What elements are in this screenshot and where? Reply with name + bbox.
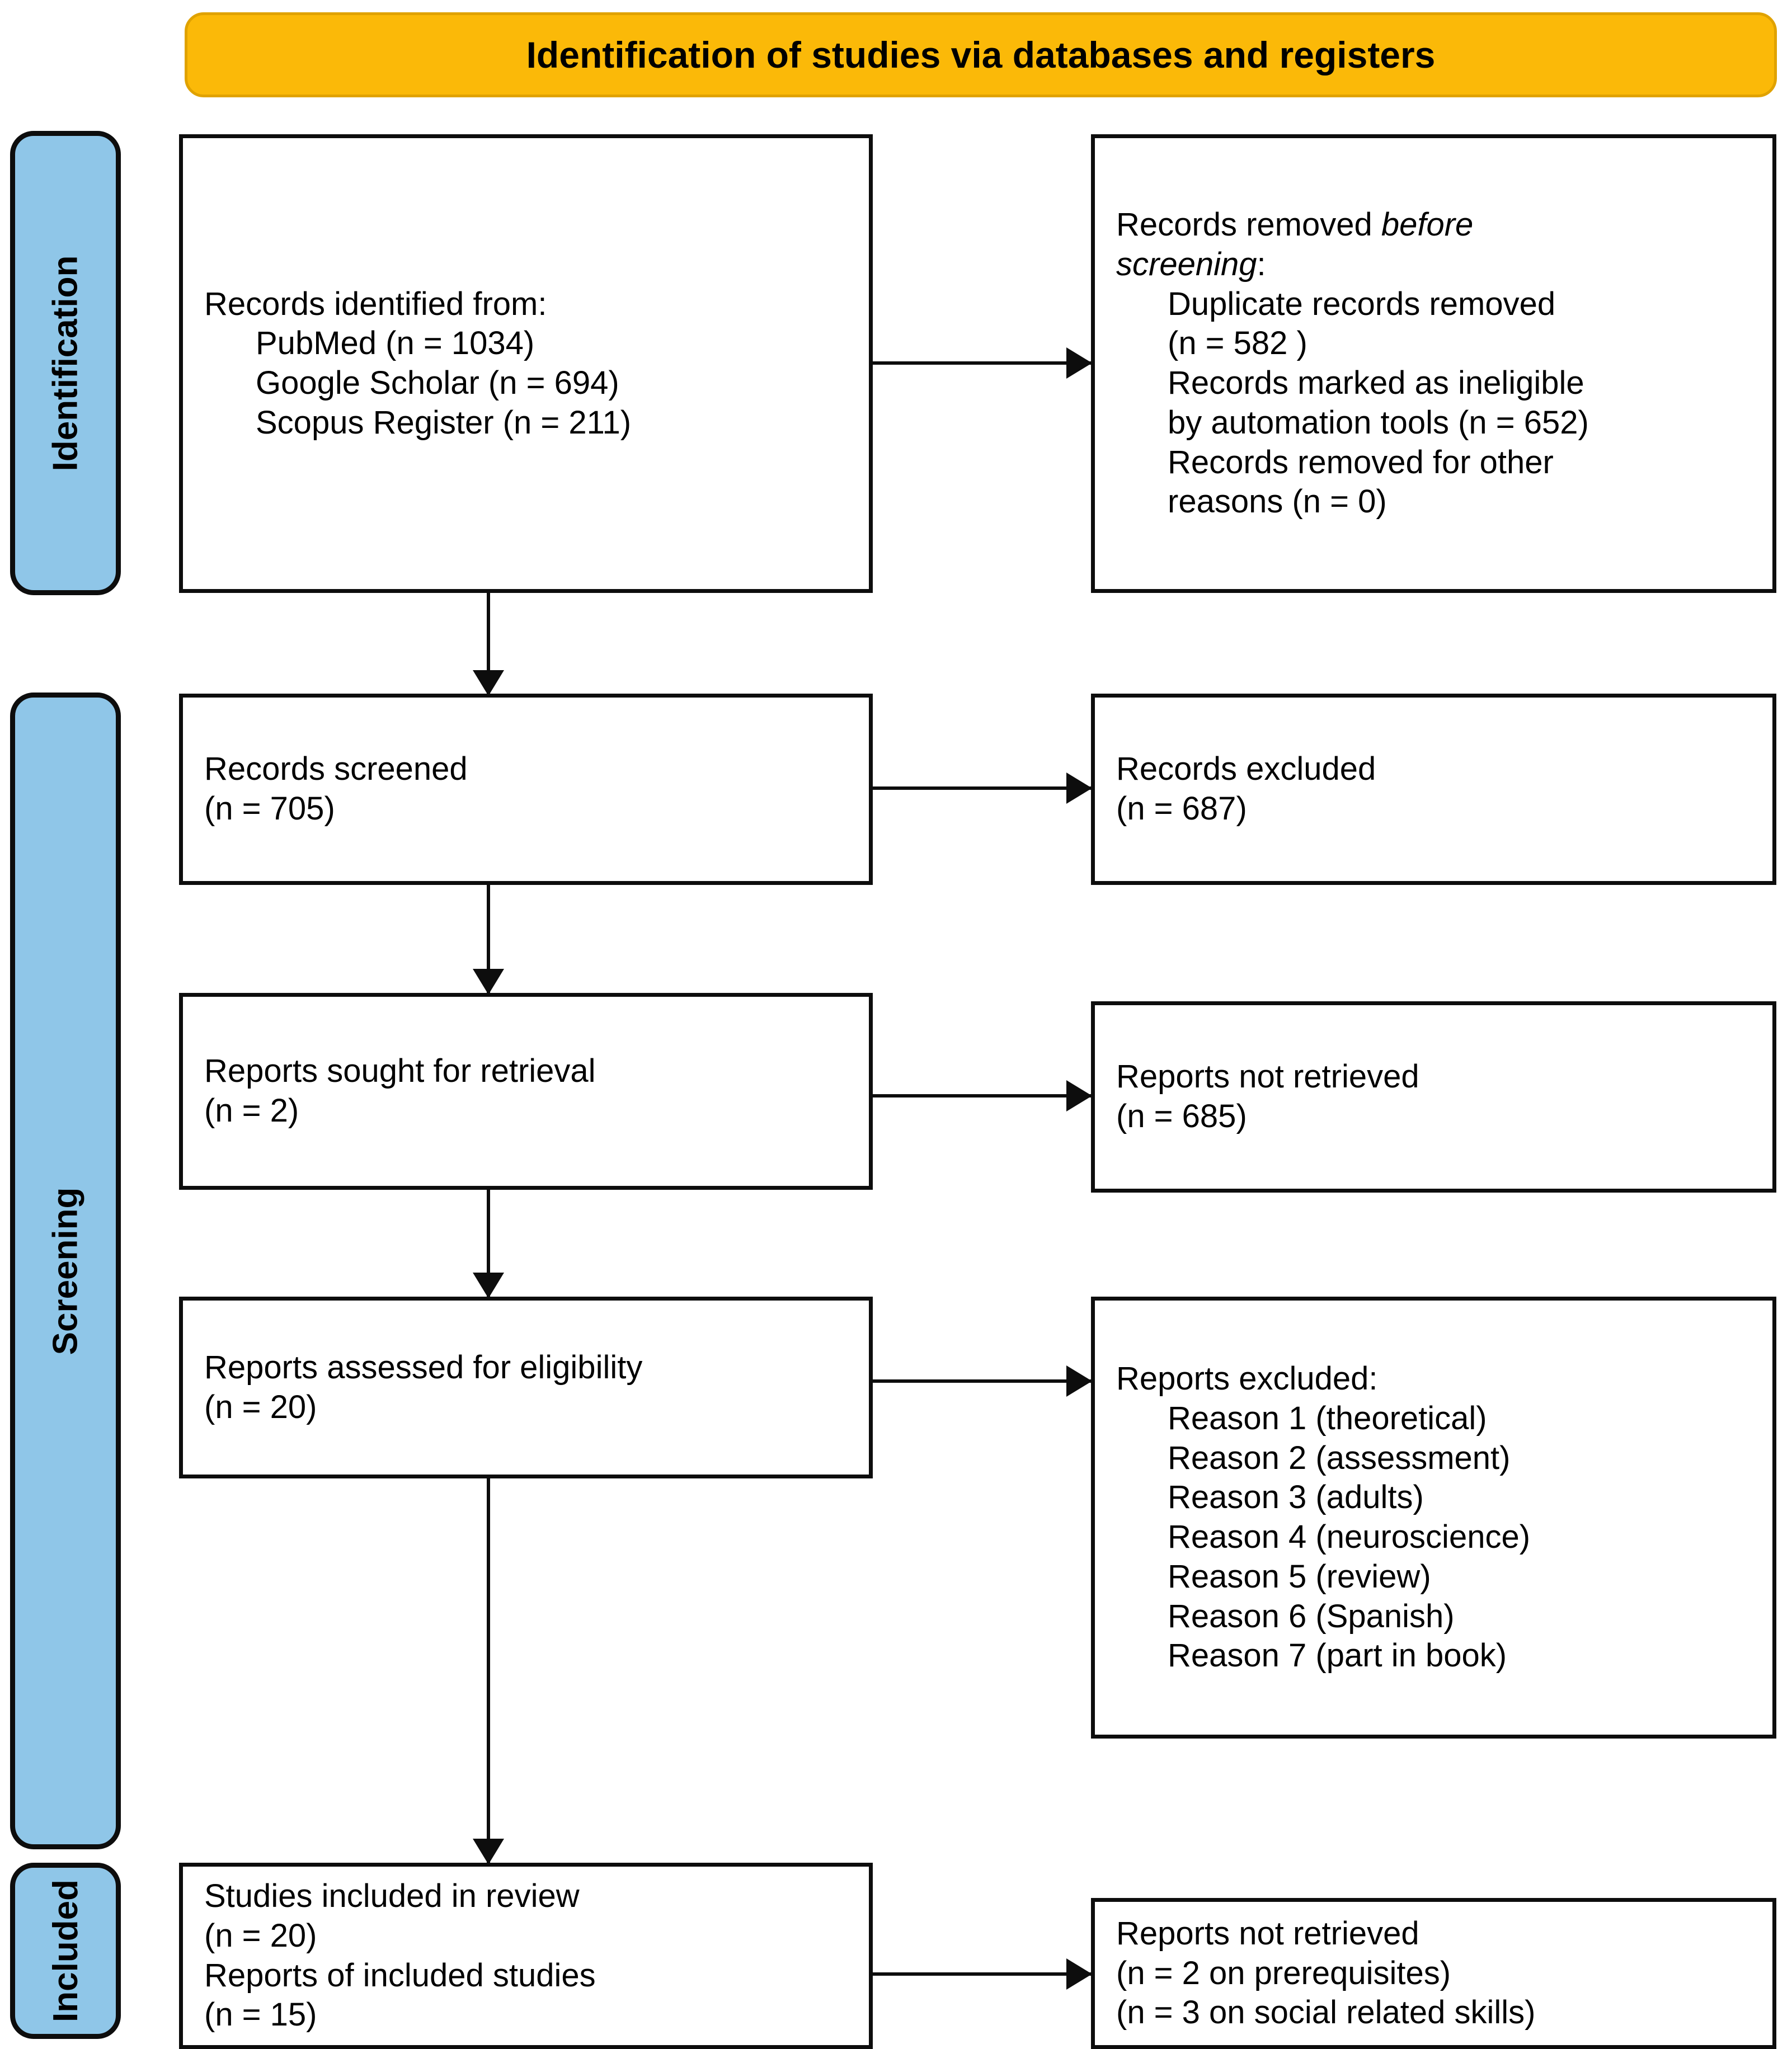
stage-label-included-text: Included: [46, 1880, 85, 2022]
reports-sought-label: Reports sought for retrieval: [204, 1053, 596, 1090]
arrow-head-icon: [1066, 773, 1092, 804]
stage-label-screening-text: Screening: [46, 1187, 85, 1355]
reports-not-retrieved-final-social-skills: (n = 3 on social related skills): [1116, 1994, 1536, 2031]
reports-excluded-reason-3: Reason 3 (adults): [1168, 1479, 1424, 1516]
records-removed-ineligible-line2: by automation tools (n = 652): [1168, 404, 1589, 441]
records-removed-other-line2: reasons (n = 0): [1168, 483, 1387, 520]
arrow-head-icon: [473, 1839, 504, 1864]
studies-included-label: Studies included in review: [204, 1878, 580, 1914]
records-identified-scopus: Scopus Register (n = 211): [256, 404, 632, 441]
records-identified-heading: Records identified from:: [204, 285, 547, 322]
box-reports-sought-for-retrieval: Reports sought for retrieval (n = 2): [179, 993, 873, 1190]
stage-label-included: Included: [10, 1863, 121, 2039]
arrow-shaft: [873, 361, 1092, 365]
arrow-shaft: [487, 1189, 490, 1298]
arrow-shaft: [487, 592, 490, 696]
arrow-shaft: [873, 1972, 1092, 1976]
arrow-included-to-not-retrieved-final: [873, 1958, 1092, 1990]
banner-title: Identification of studies via databases …: [526, 34, 1436, 76]
reports-not-retrieved-label: Reports not retrieved: [1116, 1058, 1419, 1095]
reports-sought-count: (n = 2): [204, 1092, 299, 1129]
records-removed-heading-a: Records removed: [1116, 206, 1381, 243]
records-removed-other-line1: Records removed for other: [1168, 444, 1554, 481]
reports-excluded-reason-6: Reason 6 (Spanish): [1168, 1598, 1455, 1635]
stage-label-screening: Screening: [10, 693, 121, 1849]
arrow-identified-to-screened: [472, 592, 505, 696]
reports-excluded-reason-4: Reason 4 (neuroscience): [1168, 1519, 1531, 1555]
reports-not-retrieved-final-label: Reports not retrieved: [1116, 1915, 1419, 1952]
records-removed-heading-before: before: [1381, 206, 1474, 243]
arrow-screened-to-sought: [472, 884, 505, 995]
box-records-excluded: Records excluded (n = 687): [1091, 694, 1776, 885]
records-removed-heading-colon: :: [1257, 246, 1266, 282]
records-removed-heading-line2: screening:: [1116, 245, 1751, 285]
arrow-shaft: [873, 1379, 1092, 1383]
box-reports-not-retrieved-final: Reports not retrieved (n = 2 on prerequi…: [1091, 1898, 1776, 2049]
arrow-head-icon: [1066, 1365, 1092, 1397]
box-records-screened: Records screened (n = 705): [179, 694, 873, 885]
diagram-header-banner: Identification of studies via databases …: [185, 12, 1777, 97]
arrow-assessed-to-reports-excluded: [873, 1365, 1092, 1397]
arrow-head-icon: [1066, 1080, 1092, 1111]
arrow-sought-to-assessed: [472, 1189, 505, 1298]
reports-of-included-studies-count: (n = 15): [204, 1996, 317, 2033]
reports-not-retrieved-final-prerequisites: (n = 2 on prerequisites): [1116, 1954, 1451, 1991]
studies-included-count: (n = 20): [204, 1917, 317, 1954]
reports-excluded-reason-2: Reason 2 (assessment): [1168, 1439, 1511, 1476]
arrow-assessed-to-included: [472, 1477, 505, 1864]
box-records-removed-before-screening: Records removed before screening: Duplic…: [1091, 134, 1776, 593]
records-removed-heading-screening: screening: [1116, 246, 1257, 282]
reports-excluded-reason-5: Reason 5 (review): [1168, 1558, 1431, 1595]
box-reports-excluded-reasons: Reports excluded: Reason 1 (theoretical)…: [1091, 1297, 1776, 1739]
box-reports-assessed-for-eligibility: Reports assessed for eligibility (n = 20…: [179, 1297, 873, 1478]
box-reports-not-retrieved: Reports not retrieved (n = 685): [1091, 1001, 1776, 1193]
records-excluded-label: Records excluded: [1116, 751, 1376, 788]
reports-excluded-reason-1: Reason 1 (theoretical): [1168, 1400, 1487, 1436]
records-identified-pubmed: PubMed (n = 1034): [256, 325, 535, 362]
arrow-screened-to-excluded: [873, 772, 1092, 804]
box-records-identified: Records identified from: PubMed (n = 103…: [179, 134, 873, 593]
stage-label-identification-text: Identification: [46, 255, 85, 471]
arrow-shaft: [873, 1094, 1092, 1097]
reports-of-included-studies-label: Reports of included studies: [204, 1957, 596, 1994]
reports-not-retrieved-count: (n = 685): [1116, 1098, 1247, 1134]
records-screened-count: (n = 705): [204, 790, 335, 827]
stage-label-identification: Identification: [10, 131, 121, 595]
records-removed-duplicates-n: (n = 582 ): [1168, 325, 1307, 362]
records-identified-google-scholar: Google Scholar (n = 694): [256, 365, 619, 401]
arrow-identified-to-removed: [873, 347, 1092, 379]
arrow-head-icon: [1066, 1958, 1092, 1990]
arrow-head-icon: [473, 1273, 504, 1298]
arrow-head-icon: [1066, 347, 1092, 379]
records-removed-heading-line1: Records removed before: [1116, 205, 1751, 245]
records-excluded-count: (n = 687): [1116, 790, 1247, 827]
reports-assessed-count: (n = 20): [204, 1388, 317, 1425]
records-removed-duplicates: Duplicate records removed: [1168, 285, 1556, 322]
records-removed-ineligible-line1: Records marked as ineligible: [1168, 365, 1584, 401]
reports-excluded-reason-7: Reason 7 (part in book): [1168, 1637, 1507, 1674]
arrow-shaft: [487, 884, 490, 995]
box-studies-included-in-review: Studies included in review (n = 20) Repo…: [179, 1863, 873, 2049]
reports-excluded-heading: Reports excluded:: [1116, 1360, 1378, 1397]
arrow-head-icon: [473, 969, 504, 995]
reports-assessed-label: Reports assessed for eligibility: [204, 1349, 643, 1386]
arrow-shaft: [873, 786, 1092, 790]
arrow-shaft: [487, 1477, 490, 1864]
records-screened-label: Records screened: [204, 751, 468, 788]
arrow-sought-to-not-retrieved: [873, 1080, 1092, 1112]
arrow-head-icon: [473, 670, 504, 696]
